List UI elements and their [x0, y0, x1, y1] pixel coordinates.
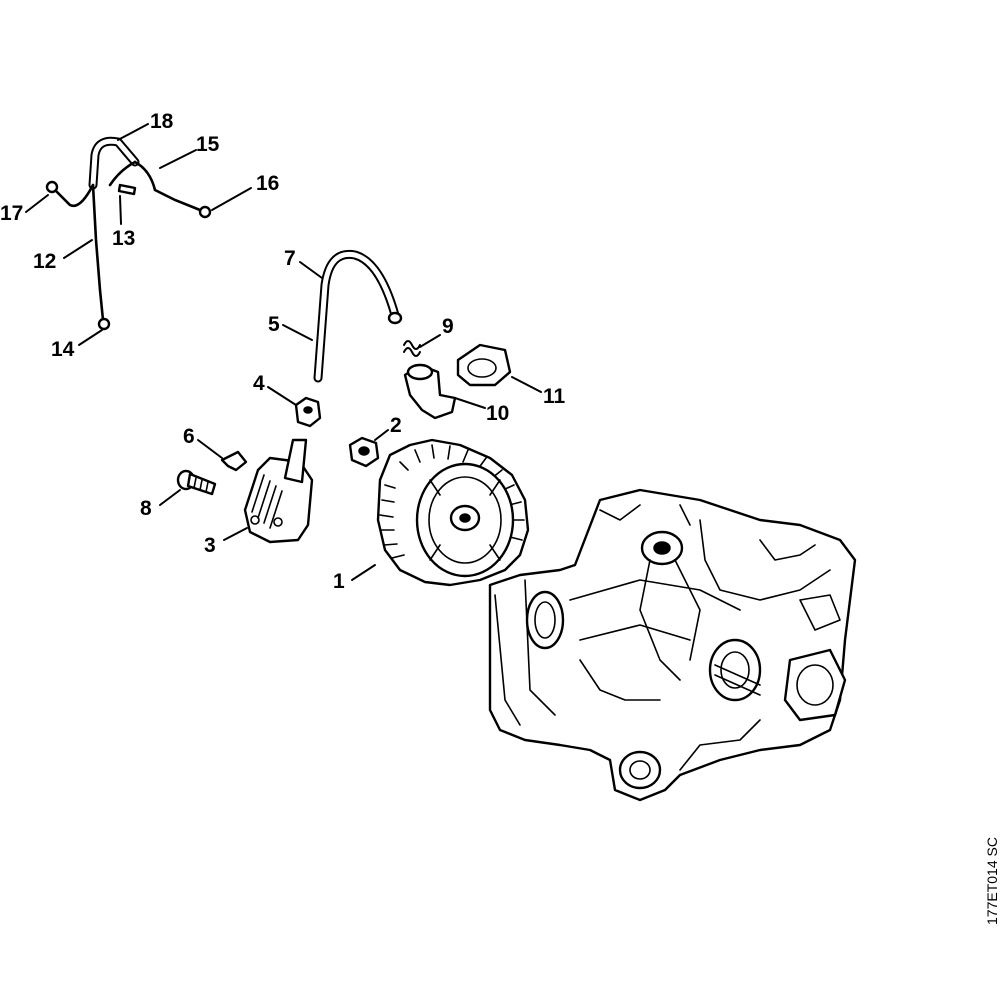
callout-6: 6 [183, 425, 195, 448]
cap-grommet [294, 396, 322, 428]
callout-15: 15 [196, 133, 220, 156]
screw [176, 469, 217, 496]
callout-18: 18 [150, 110, 174, 133]
callout-9: 9 [442, 315, 454, 338]
callout-13: 13 [112, 227, 135, 250]
callout-7: 7 [284, 247, 296, 270]
callout-8: 8 [140, 497, 152, 520]
callout-4: 4 [253, 372, 265, 395]
grommet [456, 343, 512, 387]
wiring-harness [45, 136, 212, 331]
callout-17: 17 [0, 202, 23, 225]
ignition-module [243, 438, 314, 544]
callout-5: 5 [268, 313, 280, 336]
ignition-lead [313, 249, 403, 383]
callout-14: 14 [51, 338, 75, 361]
callout-11: 11 [543, 385, 566, 408]
flywheel [376, 438, 530, 587]
callout-1: 1 [333, 570, 345, 593]
figure-code: 177ET014 SC [984, 837, 1000, 925]
clip [220, 450, 248, 472]
callout-3: 3 [204, 534, 216, 557]
nut [348, 436, 380, 468]
callout-12: 12 [33, 250, 56, 273]
callout-10: 10 [486, 402, 509, 425]
crankcase-housing [488, 488, 857, 802]
spring [403, 340, 421, 357]
callout-16: 16 [256, 172, 279, 195]
callout-2: 2 [390, 414, 402, 437]
leader-lines [25, 123, 542, 581]
spark-plug-boot [403, 363, 457, 420]
callout-numbers: 1 2 3 4 5 6 7 8 9 10 11 12 13 14 15 16 1… [0, 110, 566, 593]
